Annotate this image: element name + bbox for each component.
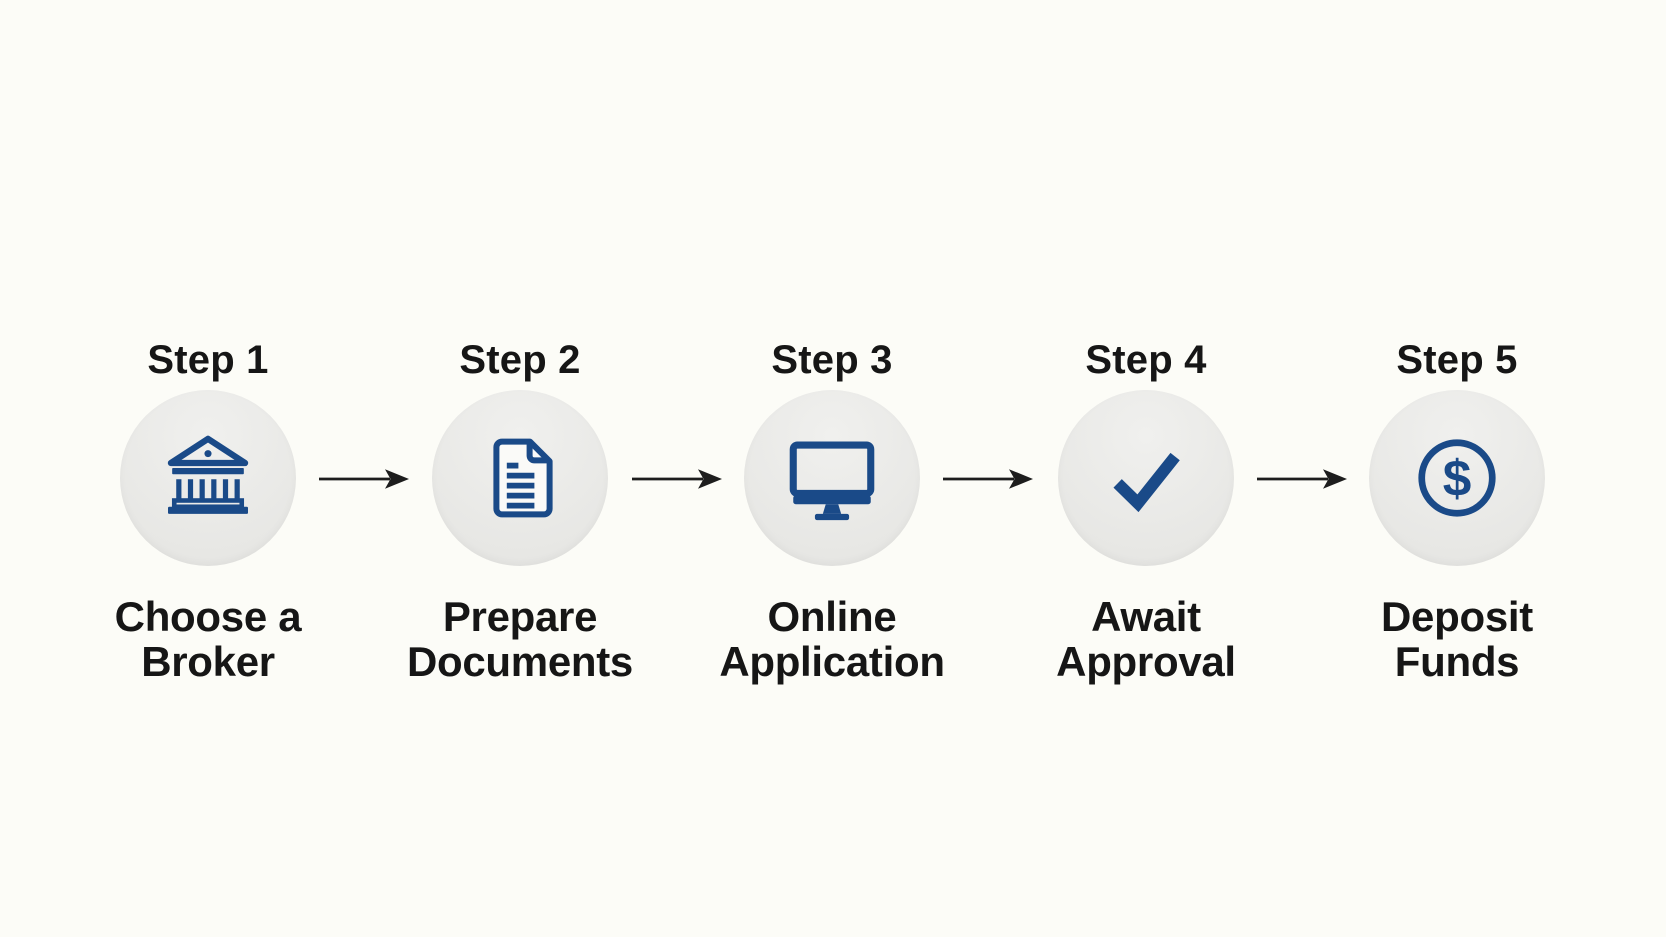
step-circle bbox=[1058, 390, 1234, 566]
step-title: Step 5 bbox=[1396, 338, 1518, 382]
step-circle: $ bbox=[1369, 390, 1545, 566]
arrow-right-icon bbox=[318, 465, 410, 493]
step-1: Step 1 Choose a Broker bbox=[58, 0, 358, 937]
arrow-right-icon bbox=[942, 465, 1034, 493]
step-title: Step 2 bbox=[459, 338, 581, 382]
dollar-glyph: $ bbox=[1443, 450, 1472, 507]
step-label: Choose a Broker bbox=[114, 593, 302, 685]
step-circle bbox=[120, 390, 296, 566]
bank-icon bbox=[167, 435, 249, 514]
dollar-icon: $ bbox=[1418, 439, 1496, 517]
step-label: Online Application bbox=[719, 593, 945, 685]
step-title: Step 3 bbox=[771, 338, 893, 382]
step-title: Step 4 bbox=[1085, 338, 1207, 382]
arrow-right-icon bbox=[1256, 465, 1348, 493]
step-2: Step 2 Prepare Documents bbox=[370, 0, 670, 937]
document-icon bbox=[493, 438, 553, 518]
step-title: Step 1 bbox=[147, 338, 269, 382]
checkmark-icon bbox=[1113, 452, 1180, 513]
step-circle bbox=[432, 390, 608, 566]
monitor-icon bbox=[789, 441, 875, 521]
step-5: Step 5 $ Deposit Funds bbox=[1307, 0, 1607, 937]
step-label: Prepare Documents bbox=[406, 593, 633, 685]
step-circle bbox=[744, 390, 920, 566]
step-4: Step 4 Await Approval bbox=[996, 0, 1296, 937]
step-label: Deposit Funds bbox=[1381, 593, 1533, 685]
arrow-right-icon bbox=[631, 465, 723, 493]
step-label: Await Approval bbox=[1056, 593, 1236, 685]
step-3: Step 3 Online Application bbox=[682, 0, 982, 937]
